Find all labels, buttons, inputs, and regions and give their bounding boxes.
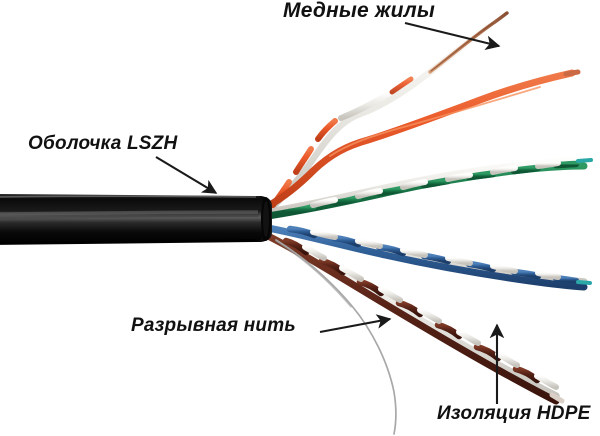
- ripcord: [275, 239, 397, 435]
- arrow-lszh-jacket: [155, 156, 218, 194]
- lszh-jacket: [0, 194, 272, 245]
- green-pair: [264, 157, 593, 220]
- arrow-ripcord: [319, 314, 392, 334]
- brown-pair: [264, 228, 565, 405]
- label-hdpe-insulation: Изоляция HDPE: [437, 403, 591, 424]
- arrow-copper-conductors: [404, 21, 501, 50]
- label-copper-conductors: Медные жилы: [283, 0, 436, 22]
- label-lszh-jacket: Оболочка LSZH: [28, 133, 178, 154]
- label-ripcord: Разрывная нить: [131, 315, 296, 336]
- orange-pair: [264, 11, 581, 212]
- blue-pair: [264, 220, 592, 291]
